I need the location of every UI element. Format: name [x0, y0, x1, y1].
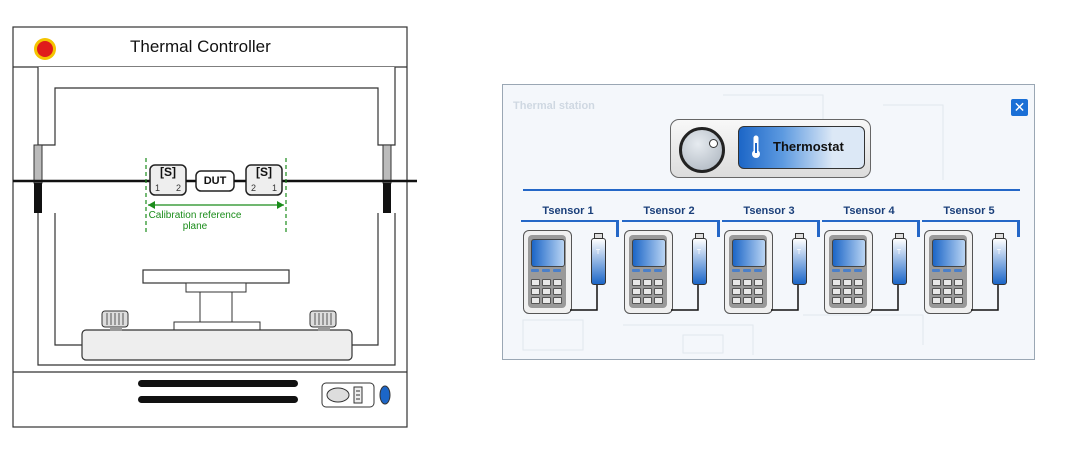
tsensor-5-probe-label: T: [996, 249, 1002, 256]
knob-icon[interactable]: [679, 127, 725, 173]
fixture-left-label: [S]: [160, 165, 176, 179]
tsensor-3-probe-icon: [792, 238, 807, 285]
fixture-right: [245, 164, 283, 196]
thermal-controller-diagram: Thermal Controller [S] 1 2 DUT [S] 2 1 C…: [0, 0, 430, 440]
tsensor-4-probe-label: T: [896, 249, 902, 256]
tsensor-1-device: [523, 230, 572, 314]
platform-top: [142, 269, 290, 284]
tsensor-5[interactable]: Tsensor 5 T: [922, 205, 1021, 333]
fixture-left-port-a: 1: [155, 183, 161, 193]
station-divider: [523, 189, 1020, 191]
thermostat-unit: Thermostat: [670, 119, 871, 178]
controller-title: Thermal Controller: [130, 37, 271, 56]
status-led: [379, 385, 391, 405]
knob-indicator: [709, 139, 718, 148]
left-rod-lower: [34, 183, 42, 213]
tsensor-4-probe-icon: [892, 238, 907, 285]
device-screen: [832, 239, 866, 267]
fixture-left: [149, 164, 187, 196]
stop-button[interactable]: [34, 38, 56, 60]
tsensor-2-probe-icon: [692, 238, 707, 285]
tsensor-5-probe-icon: [992, 238, 1007, 285]
device-screen: [632, 239, 666, 267]
vent-slot-1: [138, 380, 298, 387]
tsensor-2-probe-label: T: [696, 249, 702, 256]
tsensor-1[interactable]: Tsensor 1 T: [521, 205, 620, 333]
tsensor-3[interactable]: Tsensor 3 T: [722, 205, 821, 333]
fixture-right-port-b: 1: [272, 183, 278, 193]
controller-drawing: [12, 26, 417, 428]
thermometer-icon: [752, 135, 760, 158]
probe-cable: [771, 283, 799, 311]
tsensor-4-device: [824, 230, 873, 314]
device-screen: [932, 239, 966, 267]
stop-button-core: [37, 41, 53, 57]
close-button[interactable]: ✕: [1011, 99, 1028, 116]
probe-cable: [971, 283, 999, 311]
left-rod: [33, 144, 43, 184]
tsensor-1-probe-label: T: [595, 249, 601, 256]
thermostat-button[interactable]: Thermostat: [738, 126, 865, 169]
tsensor-2[interactable]: Tsensor 2 T: [622, 205, 721, 333]
dut-label: DUT: [203, 175, 227, 187]
device-screen: [732, 239, 766, 267]
thermal-station-panel: Thermal station ✕ Thermostat Tsensor 1: [502, 84, 1035, 360]
tsensor-2-label: Tsensor 2: [643, 205, 695, 217]
thermostat-label: Thermostat: [773, 139, 844, 154]
tsensor-5-device: [924, 230, 973, 314]
tsensor-3-label: Tsensor 3: [743, 205, 795, 217]
fixture-right-label: [S]: [256, 165, 272, 179]
right-rod: [382, 144, 392, 184]
fixture-right-port-a: 2: [251, 183, 257, 193]
probe-cable: [871, 283, 899, 311]
tsensor-4[interactable]: Tsensor 4 T: [822, 205, 921, 333]
tsensor-3-probe-label: T: [796, 249, 802, 256]
tsensor-2-device: [624, 230, 673, 314]
probe-cable: [671, 283, 699, 311]
probe-cable: [570, 283, 598, 311]
calibration-label-line2: plane: [182, 221, 208, 232]
fixture-left-port-b: 2: [176, 183, 182, 193]
calibration-label-line1: Calibration reference: [148, 210, 242, 221]
tsensor-1-probe-icon: [591, 238, 606, 285]
tsensor-5-label: Tsensor 5: [943, 205, 995, 217]
device-screen: [531, 239, 565, 267]
tsensor-3-device: [724, 230, 773, 314]
tsensor-1-label: Tsensor 1: [542, 205, 594, 217]
tsensor-4-label: Tsensor 4: [843, 205, 895, 217]
station-title: Thermal station: [513, 100, 595, 112]
stage-base: [81, 329, 353, 361]
right-rod-lower: [383, 183, 391, 213]
vent-slot-2: [138, 396, 298, 403]
